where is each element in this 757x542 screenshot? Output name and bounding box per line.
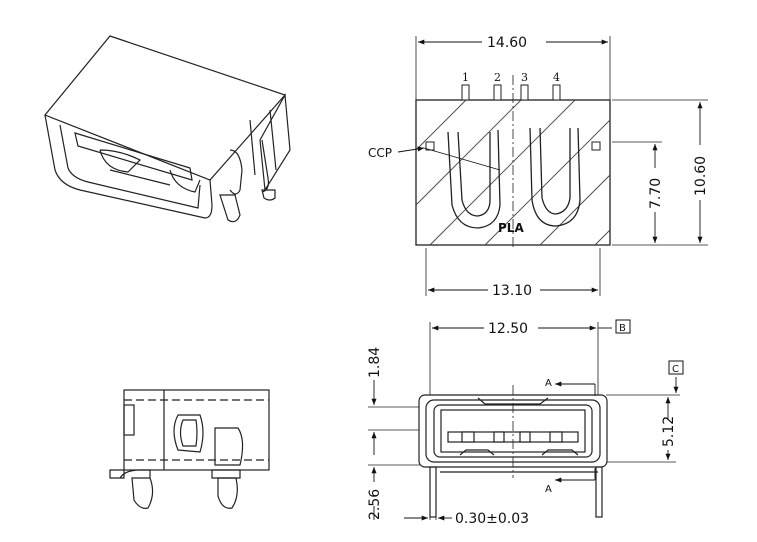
dim-width-14-60: 14.60 (487, 35, 527, 51)
pin-label-4: 4 (553, 71, 560, 84)
callout-ccp: CCP (368, 146, 392, 160)
dim-height-5-12: 5.12 (661, 416, 677, 447)
dim-width-12-50: 12.50 (488, 321, 528, 337)
side-view (109, 389, 270, 509)
dim-height-10-60: 10.60 (693, 156, 709, 196)
datum-b: B (619, 323, 626, 334)
dim-inner-13-10: 13.10 (492, 283, 532, 299)
dim-tolerance-0-30: 0.30±0.03 (455, 511, 529, 527)
datum-c: C (672, 364, 679, 375)
isometric-view (44, 35, 291, 223)
front-view: 12.50 1.84 5.12 2.56 0.30±0.03 B C (367, 319, 684, 527)
dim-bottom-2-56: 2.56 (367, 489, 383, 520)
pin-label-2: 2 (494, 71, 501, 84)
pin-label-3: 3 (521, 71, 528, 84)
section-a-top: A (545, 378, 552, 389)
pin-label-1: 1 (462, 71, 469, 84)
dim-depth-7-70: 7.70 (648, 178, 664, 209)
section-a-bottom: A (545, 484, 552, 495)
marking-pla: PLA (498, 221, 524, 235)
dim-top-1-84: 1.84 (367, 347, 383, 378)
top-view: 14.60 13.10 10.60 7.70 1 2 3 4 (368, 35, 709, 299)
